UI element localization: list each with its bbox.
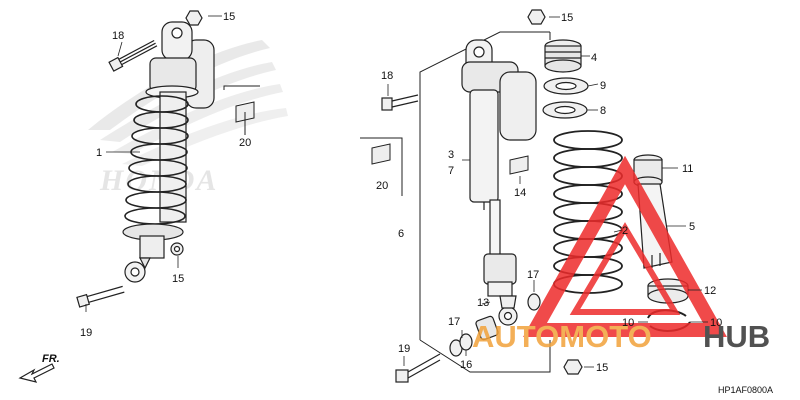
callout-16: 16	[460, 359, 472, 371]
right-assembly-frame	[419, 31, 551, 373]
front-arrow-icon	[18, 363, 55, 383]
callout-20: 20	[376, 180, 388, 192]
callout-8: 8	[600, 105, 606, 117]
callout-6: 6	[398, 228, 404, 240]
callout-17: 17	[527, 269, 539, 281]
callout-15: 15	[596, 362, 608, 374]
bolt-18-right	[381, 94, 419, 111]
callout-10: 10	[710, 317, 722, 329]
callout-3: 3	[448, 149, 454, 161]
watermark-text-secondary: HUB	[703, 319, 770, 354]
watermark-text-primary: AUTOMOTO	[472, 319, 652, 354]
callout-12: 12	[704, 285, 716, 297]
damper-unit	[461, 39, 537, 326]
callout-numbers: 15 18 1 20 15 19 15 18 4 9 8 3 7 20 14 1…	[80, 11, 722, 374]
complete-shock-assembly	[76, 10, 215, 308]
callout-7: 7	[448, 165, 454, 177]
leader-lines	[85, 15, 708, 368]
diagram-code: HP1AF0800A	[718, 385, 773, 395]
callout-15: 15	[561, 12, 573, 24]
callout-20: 20	[239, 137, 251, 149]
callout-15: 15	[172, 273, 184, 285]
callout-15: 15	[223, 11, 235, 23]
callout-13: 13	[477, 297, 489, 309]
spring-adjuster-parts	[542, 39, 589, 119]
label-bracket-right	[360, 137, 403, 196]
callout-19: 19	[398, 343, 410, 355]
callout-11: 11	[682, 163, 693, 175]
label-bracket-left	[223, 85, 260, 135]
callout-19: 19	[80, 327, 92, 339]
front-label: FR.	[42, 353, 60, 365]
callout-18: 18	[112, 30, 124, 42]
callout-17: 17	[448, 316, 460, 328]
callout-9: 9	[600, 80, 606, 92]
callout-2: 2	[622, 225, 628, 237]
sticker-14	[509, 155, 529, 175]
callout-4: 4	[591, 52, 597, 64]
callout-10: 10	[622, 317, 634, 329]
site-watermark: AUTOMOTO HUB	[472, 155, 770, 354]
front-direction-indicator: FR.	[18, 353, 60, 383]
lower-hardware	[449, 293, 583, 375]
nut-15-top	[527, 9, 546, 25]
callout-1: 1	[96, 147, 102, 159]
callout-5: 5	[689, 221, 695, 233]
bolt-19-right	[395, 353, 441, 383]
callout-14: 14	[514, 187, 526, 199]
callout-18: 18	[381, 70, 393, 82]
